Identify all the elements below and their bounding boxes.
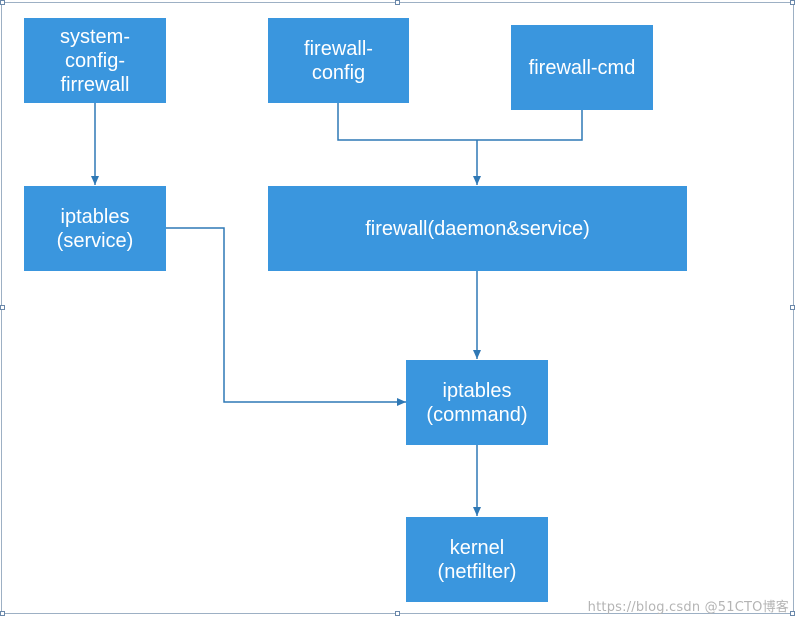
resize-handle-top-left[interactable]: [0, 0, 5, 5]
resize-handle-bottom-right[interactable]: [790, 611, 795, 616]
resize-handle-top-right[interactable]: [790, 0, 795, 5]
watermark: https://blog.csdn @51CTO博客: [587, 600, 789, 615]
node-iptables-service[interactable]: iptables (service): [24, 186, 166, 271]
resize-handle-middle-left[interactable]: [0, 305, 5, 310]
node-firewalld[interactable]: firewall(daemon&service): [268, 186, 687, 271]
resize-handle-middle-right[interactable]: [790, 305, 795, 310]
resize-handle-bottom-center[interactable]: [395, 611, 400, 616]
node-iptables-command[interactable]: iptables (command): [406, 360, 548, 445]
resize-handle-top-center[interactable]: [395, 0, 400, 5]
node-kernel-netfilter[interactable]: kernel (netfilter): [406, 517, 548, 602]
node-firewall-cmd[interactable]: firewall-cmd: [511, 25, 653, 110]
node-system-config-firewall[interactable]: system- config- firrewall: [24, 18, 166, 103]
node-firewall-config[interactable]: firewall- config: [268, 18, 409, 103]
resize-handle-bottom-left[interactable]: [0, 611, 5, 616]
